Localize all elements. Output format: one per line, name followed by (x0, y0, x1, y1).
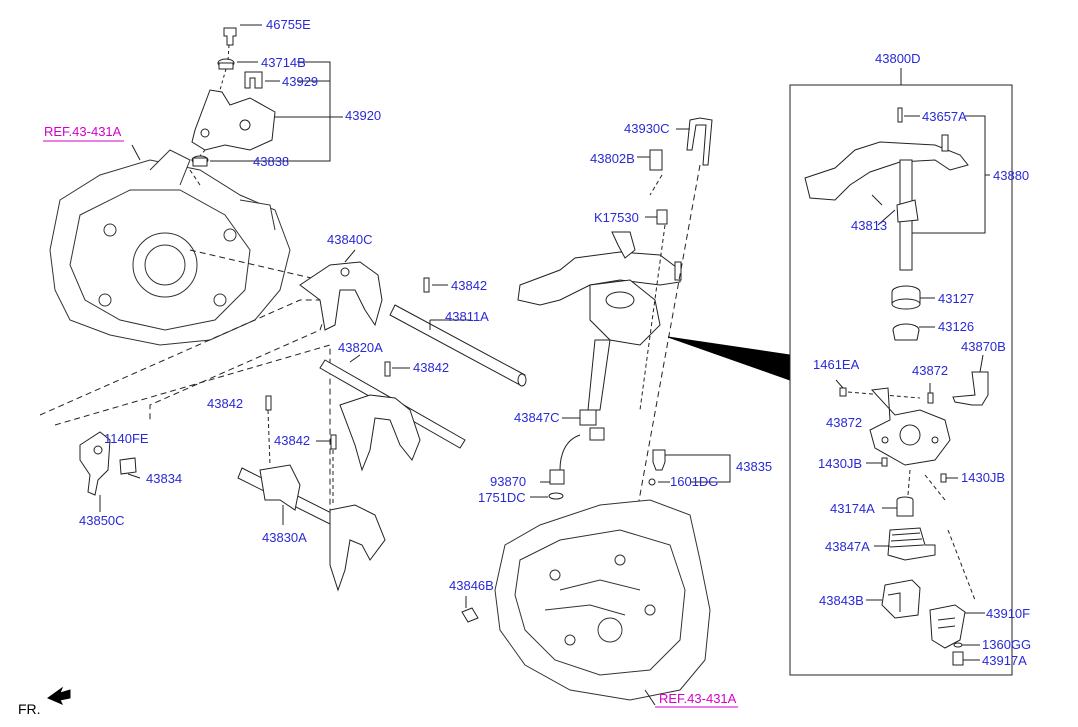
label-1430JB-a[interactable]: 1430JB (818, 456, 863, 471)
shift-lever-assembly (517, 251, 682, 411)
label-43870B[interactable]: 43870B (961, 339, 1006, 354)
label-43846B[interactable]: 43846B (449, 578, 494, 593)
shift-lever-43880 (804, 134, 969, 271)
sensor-93870 (548, 427, 605, 500)
spring-43847A (887, 527, 936, 561)
label-1751DC[interactable]: 1751DC (478, 490, 526, 505)
label-43800D[interactable]: 43800D (875, 51, 921, 66)
label-43842-c[interactable]: 43842 (207, 396, 244, 411)
label-1360GG[interactable]: 1360GG (982, 637, 1032, 652)
transmission-case-bottom (494, 499, 711, 701)
lever-43870B (952, 371, 989, 406)
label-43920[interactable]: 43920 (345, 108, 382, 123)
label-43872-a[interactable]: 43872 (912, 363, 949, 378)
label-43847C[interactable]: 43847C (514, 410, 560, 425)
label-46755E[interactable]: 46755E (266, 17, 311, 32)
plate-43910F (929, 604, 966, 649)
shift-rail-43820A (319, 359, 466, 472)
bracket-43850C (79, 431, 137, 496)
shift-fork-43840C (299, 261, 383, 331)
label-43847A[interactable]: 43847A (825, 539, 870, 554)
ref-link-bottom[interactable]: REF.43-431A (659, 691, 737, 706)
label-43850C[interactable]: 43850C (79, 513, 125, 528)
label-43802B[interactable]: 43802B (590, 151, 635, 166)
label-43835[interactable]: 43835 (736, 459, 773, 474)
label-43880[interactable]: 43880 (993, 168, 1030, 183)
label-1430JB-b[interactable]: 1430JB (961, 470, 1006, 485)
shift-rod-43811A (389, 304, 527, 387)
label-43813[interactable]: 43813 (851, 218, 888, 233)
ref-link-top[interactable]: REF.43-431A (44, 124, 122, 139)
label-43127[interactable]: 43127 (938, 291, 975, 306)
label-43910F[interactable]: 43910F (986, 606, 1031, 621)
label-43126[interactable]: 43126 (938, 319, 975, 334)
label-43929[interactable]: 43929 (282, 74, 319, 89)
transmission-case-left (49, 149, 291, 346)
bracket-assembly-43920 (191, 27, 276, 167)
housing-cover (869, 387, 951, 466)
seal-43127 (891, 285, 921, 310)
label-43830A[interactable]: 43830A (262, 530, 307, 545)
bracket-43843B (881, 579, 921, 619)
label-43842-b[interactable]: 43842 (413, 360, 450, 375)
label-43930C[interactable]: 43930C (624, 121, 670, 136)
label-43872-b[interactable]: 43872 (826, 415, 863, 430)
label-43917A[interactable]: 43917A (982, 653, 1027, 668)
label-K17530[interactable]: K17530 (594, 210, 639, 225)
label-43842-d[interactable]: 43842 (274, 433, 311, 448)
label-43834[interactable]: 43834 (146, 471, 183, 486)
label-43840C[interactable]: 43840C (327, 232, 373, 247)
label-1601DG[interactable]: 1601DG (670, 474, 719, 489)
front-indicator: FR. (18, 701, 41, 717)
label-1140FE[interactable]: 1140FE (104, 431, 149, 446)
label-43174A[interactable]: 43174A (830, 501, 875, 516)
sleeve-43174A (896, 496, 914, 517)
label-43820A[interactable]: 43820A (338, 340, 383, 355)
shift-rail-43830A (237, 464, 386, 592)
label-43842-a[interactable]: 43842 (451, 278, 488, 293)
label-43714B[interactable]: 43714B (261, 55, 306, 70)
bushing-43126 (892, 323, 920, 341)
label-1461EA[interactable]: 1461EA (813, 357, 860, 372)
label-93870[interactable]: 93870 (490, 474, 527, 489)
label-43843B[interactable]: 43843B (819, 593, 864, 608)
label-43657A[interactable]: 43657A (922, 109, 967, 124)
label-43811A[interactable]: 43811A (445, 309, 489, 324)
label-43838[interactable]: 43838 (253, 154, 290, 169)
